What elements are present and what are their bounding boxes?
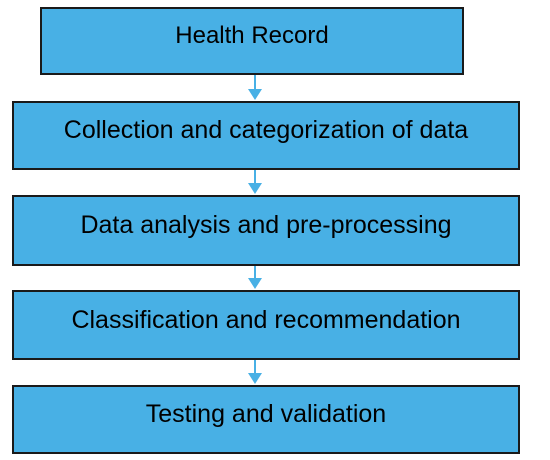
step-label: Testing and validation	[145, 400, 387, 428]
step-box-analysis: Data analysis and pre-processing	[12, 195, 520, 266]
step-box-collection: Collection and categorization of data	[12, 101, 520, 170]
step-box-health-record: Health Record	[40, 7, 464, 75]
step-label: Collection and categorization of data	[63, 116, 469, 144]
step-box-testing: Testing and validation	[12, 385, 520, 454]
down-arrow-icon	[246, 75, 264, 101]
down-arrow-icon	[246, 360, 264, 385]
down-arrow-icon	[246, 266, 264, 290]
step-box-classification: Classification and recommendation	[12, 290, 520, 360]
step-label: Classification and recommendation	[71, 305, 461, 334]
step-label: Data analysis and pre-processing	[80, 211, 452, 239]
down-arrow-icon	[246, 170, 264, 195]
step-label: Health Record	[175, 22, 329, 49]
